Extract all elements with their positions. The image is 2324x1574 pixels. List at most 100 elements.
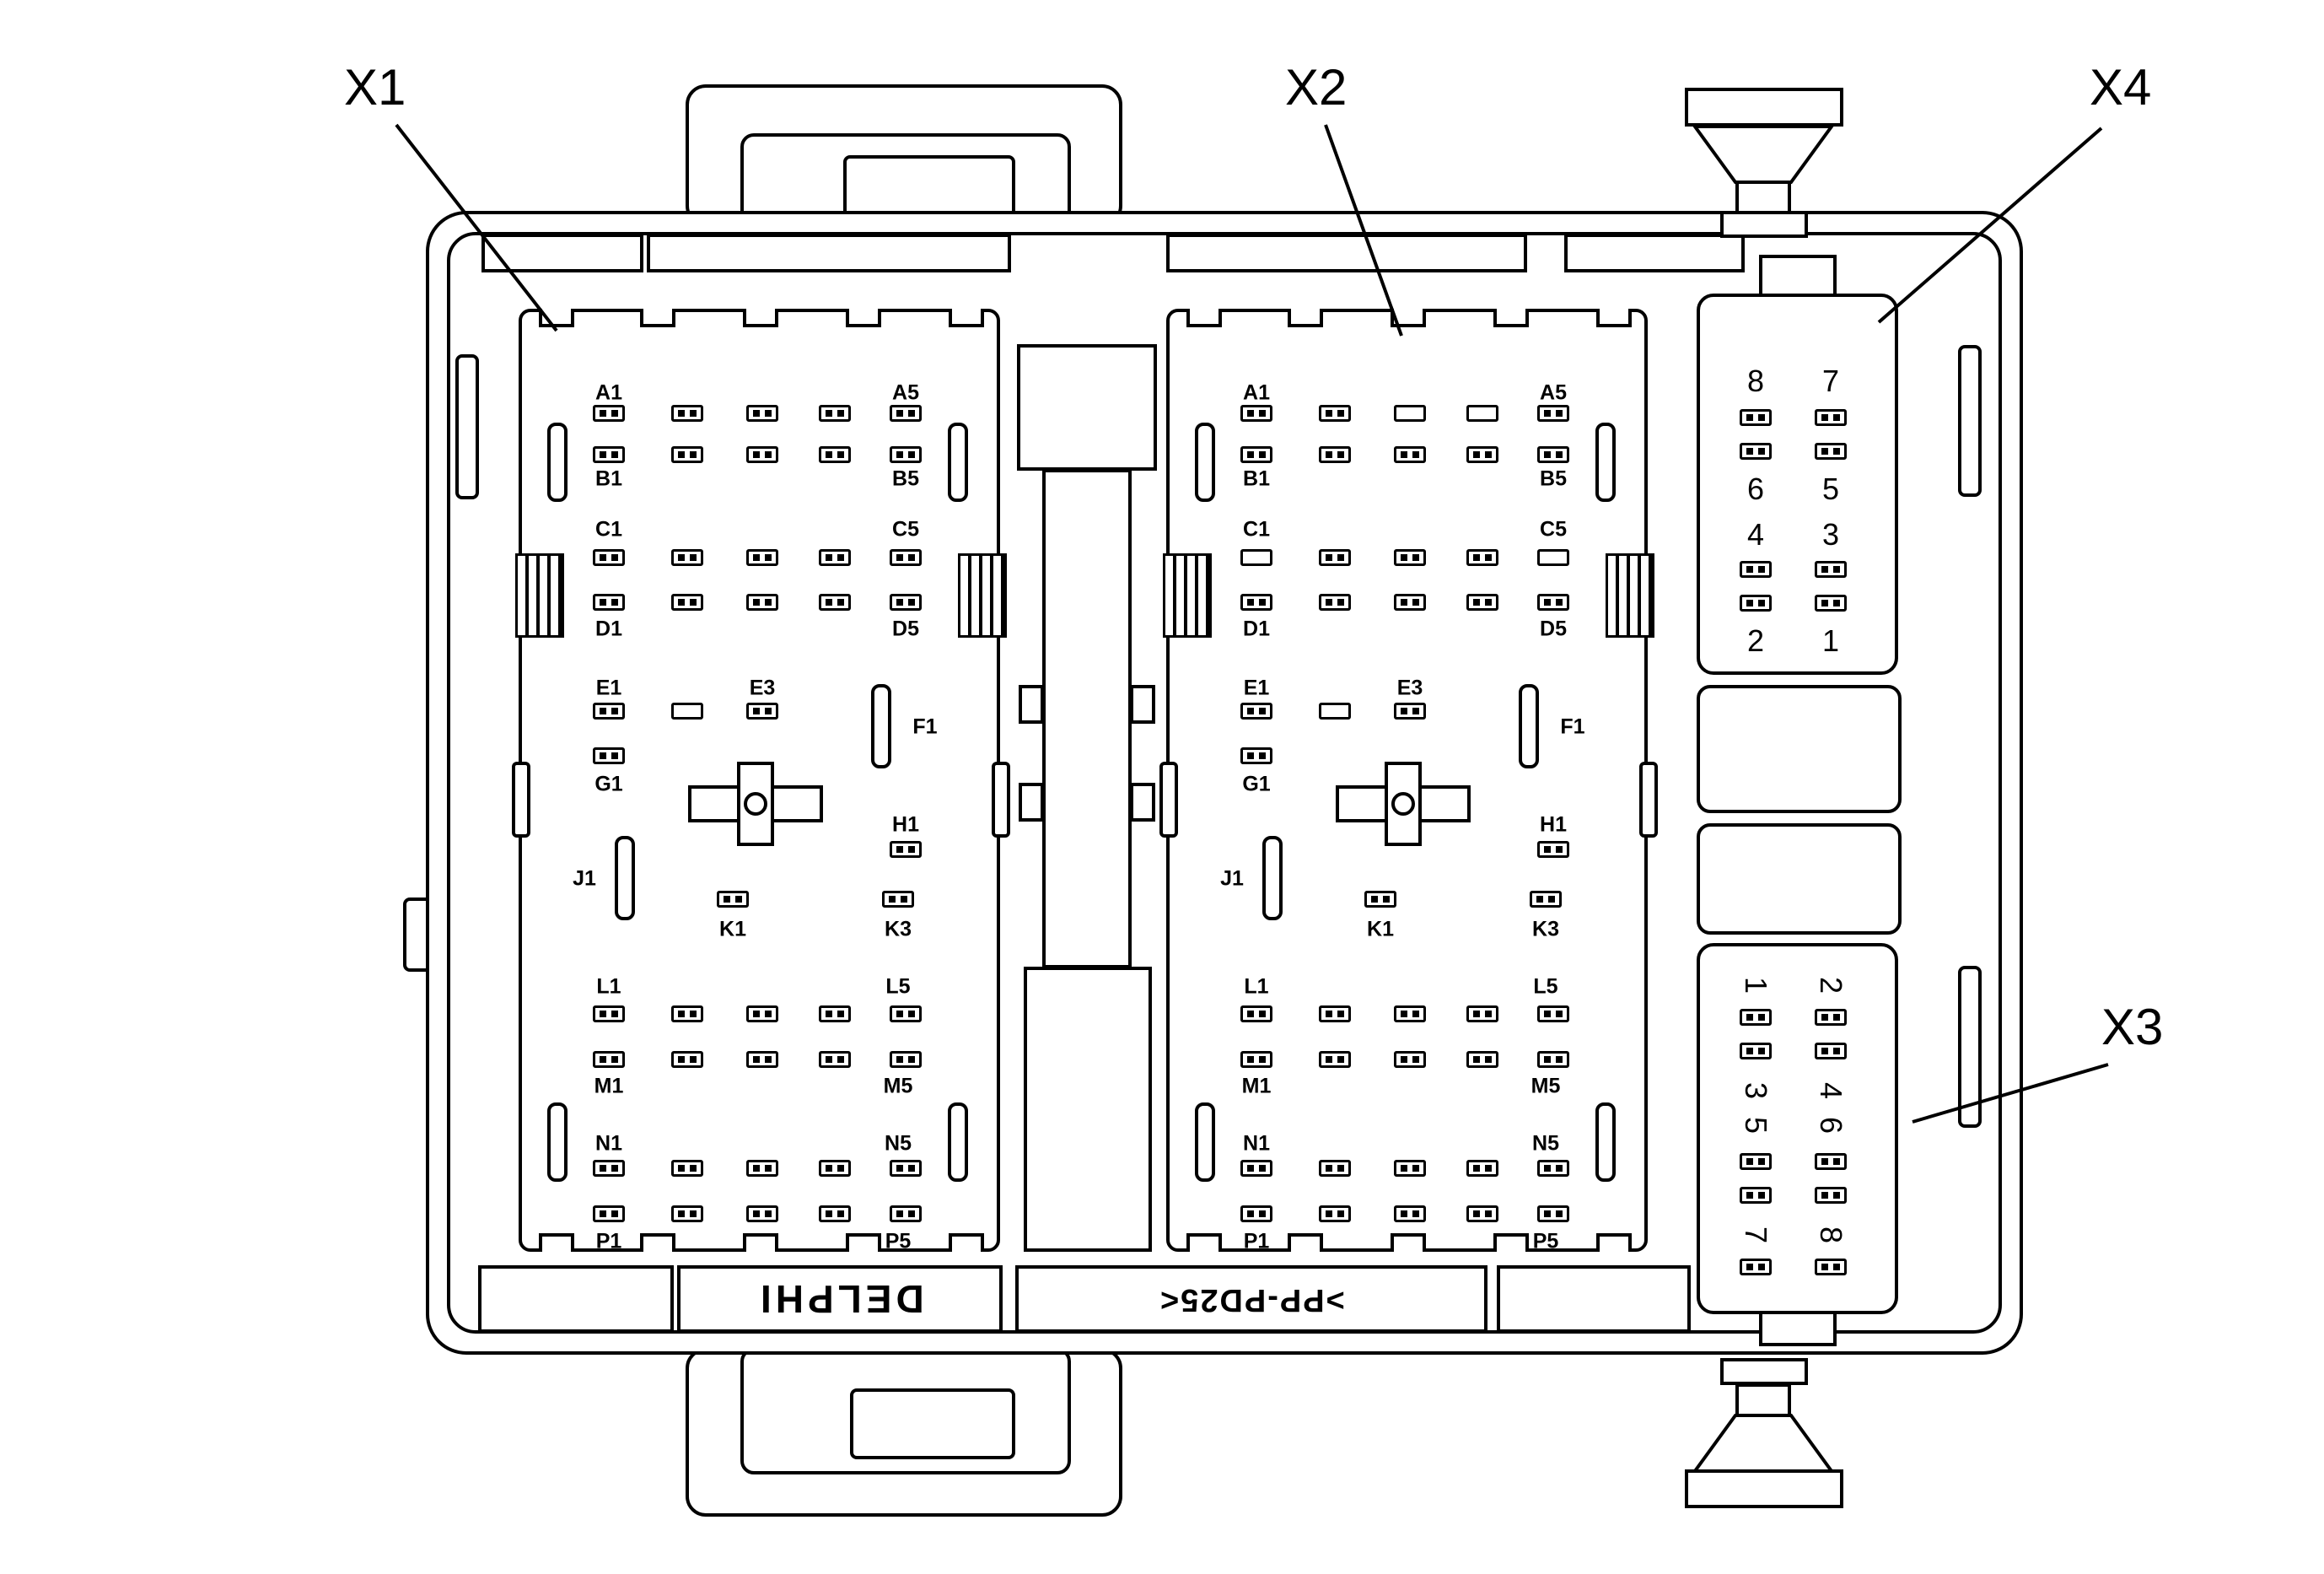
pin-contact [1466, 1160, 1498, 1177]
pin-contact-dot [1326, 554, 1333, 561]
pin-contact [1740, 561, 1772, 578]
pin-cavity-blank [671, 703, 703, 720]
pin-contact-dot [907, 1210, 915, 1217]
pin-contact-dot [1757, 1014, 1765, 1021]
relay-keyway-center [744, 792, 767, 816]
pin-contact-dot [611, 752, 618, 759]
pin-contact-dot [1247, 708, 1255, 714]
pin-cavity-blank [1466, 405, 1498, 422]
pin-label-e3: E3 [1396, 676, 1423, 700]
pin-contact [1240, 446, 1272, 463]
pin-contact-dot [1258, 451, 1266, 458]
pin-contact-dot [1337, 1056, 1344, 1063]
pin-contact-dot [1484, 554, 1492, 561]
pin-contact-dot [600, 752, 607, 759]
pin-contact-dot [764, 1210, 772, 1217]
pin-contact-dot [1258, 1056, 1266, 1063]
pin-label-n1: N1 [1243, 1131, 1270, 1156]
pin-contact [1815, 1153, 1847, 1170]
pin-contact-dot [753, 1210, 761, 1217]
pin-contact-dot [1412, 554, 1419, 561]
vent-grille-right [958, 553, 1007, 638]
edge-notch-bottom [743, 1233, 778, 1252]
pin-contact [890, 549, 922, 566]
pin-contact-dot [611, 410, 618, 417]
pin-contact-dot [611, 1210, 618, 1217]
pin-label-e1: E1 [1243, 676, 1270, 700]
side-tab [1159, 762, 1178, 838]
pin-contact-dot [826, 451, 833, 458]
pin-contact [890, 405, 922, 422]
pin-contact [1319, 1051, 1351, 1068]
pin-contact [1319, 594, 1351, 611]
pin-contact [1815, 409, 1847, 426]
pin-contact-dot [837, 451, 844, 458]
slot-f1 [1519, 684, 1539, 768]
pin-contact-dot [1832, 414, 1840, 421]
relay-keyway-v [1385, 762, 1422, 846]
pin-label-d1: D1 [595, 617, 622, 641]
pin-contact [819, 1160, 851, 1177]
pin-contact-dot [1337, 554, 1344, 561]
pin-contact-dot [1401, 599, 1408, 606]
pin-contact-dot [1746, 566, 1754, 573]
pin-contact-dot [1326, 1210, 1333, 1217]
pin-contact-dot [896, 1011, 904, 1017]
pin-contact-dot [1544, 1056, 1552, 1063]
pin-contact-dot [1326, 1165, 1333, 1172]
callout-x2: X2 [1285, 59, 1348, 116]
slot-j1 [615, 836, 635, 920]
pin-contact-dot [1544, 599, 1552, 606]
pin-contact-dot [1412, 708, 1419, 714]
pin-contact-dot [1337, 1011, 1344, 1017]
pin-contact-dot [724, 896, 731, 903]
pin-contact-dot [907, 1011, 915, 1017]
pin-contact-dot [1247, 451, 1255, 458]
pin-contact-dot [1401, 1165, 1408, 1172]
pin-label-l5: L5 [1533, 974, 1558, 999]
pin-contact [746, 1160, 778, 1177]
pin-contact-dot [1401, 1210, 1408, 1217]
pin-contact-dot [1746, 1264, 1754, 1270]
pin-contact [882, 891, 914, 908]
pin-contact [1815, 443, 1847, 460]
pin-contact-dot [1258, 410, 1266, 417]
pin-label-g1: G1 [1242, 772, 1271, 796]
pin-contact-dot [1326, 599, 1333, 606]
pin-contact [1740, 1043, 1772, 1059]
pin-contact [1394, 1051, 1426, 1068]
pin-contact-dot [764, 554, 772, 561]
pin-contact-dot [611, 1011, 618, 1017]
bottom-rail-box-2 [1497, 1265, 1691, 1333]
pin-contact-dot [1473, 1210, 1481, 1217]
pin-contact-dot [611, 554, 618, 561]
guide-slot [547, 423, 568, 502]
pin-contact [1240, 1051, 1272, 1068]
pin-contact [1537, 1051, 1569, 1068]
pin-contact-dot [689, 1210, 697, 1217]
pin-contact-dot [907, 1056, 915, 1063]
pin-contact-dot [1544, 410, 1552, 417]
pin-contact [1240, 594, 1272, 611]
pin-label-n1: N1 [595, 1131, 622, 1156]
pin-contact-dot [1757, 1264, 1765, 1270]
pin-label-m1: M1 [1241, 1074, 1272, 1098]
pin-contact-dot [826, 1165, 833, 1172]
pin-contact-dot [896, 1210, 904, 1217]
pin-number-4: 4 [1746, 517, 1765, 552]
right-cavity-box-2 [1697, 823, 1902, 935]
wall-slot-right-lower [1958, 966, 1982, 1128]
pin-label-l1: L1 [1244, 974, 1269, 999]
pin-contact [1364, 891, 1396, 908]
pin-contact-dot [1555, 1210, 1563, 1217]
pin-contact-dot [1757, 448, 1765, 455]
pushpin-top-stem [1735, 181, 1791, 214]
pin-contact [1740, 1009, 1772, 1026]
pin-contact-dot [753, 1056, 761, 1063]
pin-contact-dot [1821, 566, 1829, 573]
pin-contact [593, 594, 625, 611]
pin-number-5: 5 [1821, 472, 1840, 506]
pin-contact-dot [1326, 410, 1333, 417]
pin-contact-dot [611, 451, 618, 458]
